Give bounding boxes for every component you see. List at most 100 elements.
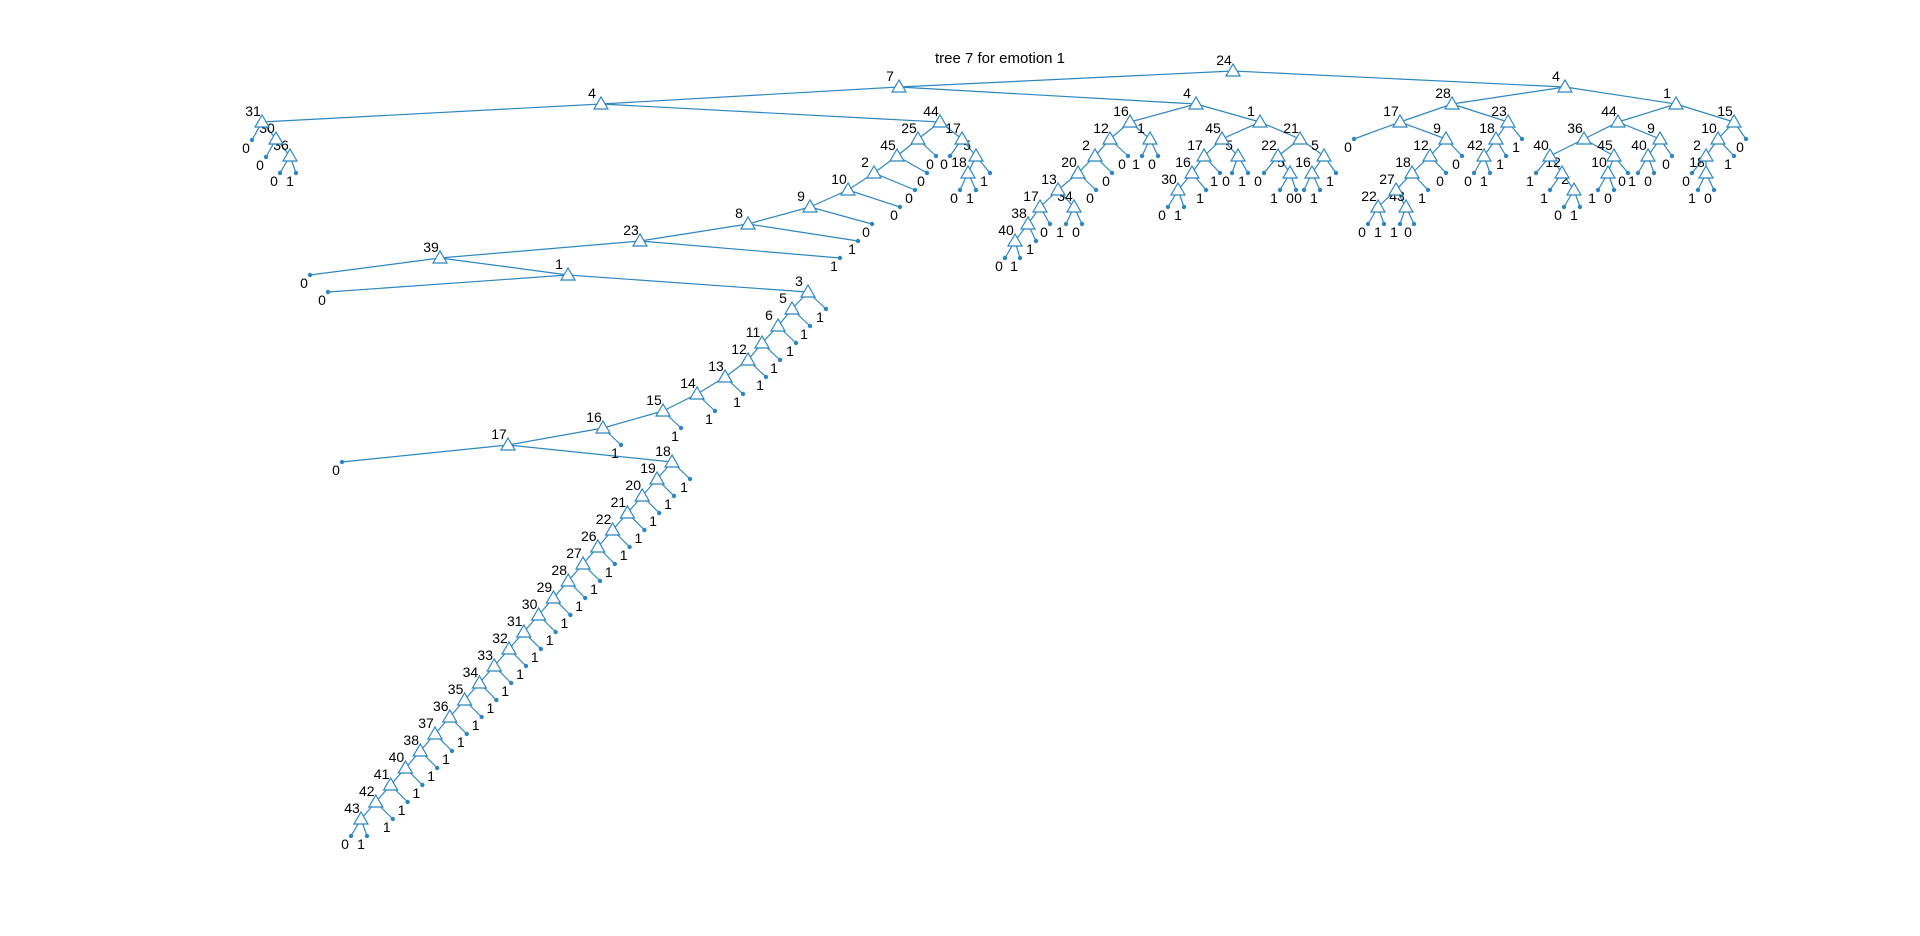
split-node-marker [1605,147,1623,162]
split-node-label: 5 [1311,137,1319,153]
split-node-label: 20 [1061,154,1077,170]
split-node-label: 45 [880,137,896,153]
tree-edge [1232,70,1566,88]
split-node-marker [367,793,384,808]
split-node-marker [783,300,801,315]
tree-edge [600,103,941,123]
leaf-node-label: 1 [590,581,598,597]
split-node-marker [1169,181,1187,196]
split-node-marker [799,283,817,298]
split-node-label: 8 [735,205,743,221]
tree-edge [507,427,604,446]
leaf-node-marker [678,425,684,431]
leaf-node-marker [912,187,918,193]
leaf-node-label: 1 [1270,190,1278,206]
split-node-label: 2 [1082,137,1090,153]
leaf-node-label: 1 [816,309,824,325]
leaf-node-marker [1365,221,1371,227]
leaf-node-label: 1 [501,683,509,699]
leaf-node-marker [763,374,769,380]
leaf-node-label: 1 [442,751,450,767]
split-node-marker [1229,147,1247,162]
leaf-node-marker [1277,187,1283,193]
leaf-node-marker [364,833,370,839]
leaf-node-label: 1 [1196,190,1204,206]
split-node-marker [1651,130,1669,145]
split-node-label: 32 [492,630,508,646]
leaf-node-label: 0 [905,190,913,206]
leaf-node-label: 1 [1026,241,1034,257]
leaf-node-marker [837,255,843,261]
split-node-label: 4 [588,85,596,101]
split-node-label: 15 [646,392,662,408]
leaf-node-marker [1165,204,1171,210]
leaf-node-label: 0 [890,207,898,223]
leaf-node-label: 0 [1294,190,1302,206]
split-node-marker [1697,164,1715,179]
leaf-node-marker [1611,187,1617,193]
split-node-marker [1315,147,1333,162]
split-node-label: 22 [1261,137,1277,153]
leaf-node-marker [568,612,573,618]
leaf-node-marker [435,765,440,771]
leaf-node-marker [1519,136,1525,142]
tree-edge [898,70,1234,88]
leaf-node-marker [1229,170,1235,176]
tree-edge [847,189,901,208]
split-node-label: 18 [1395,154,1411,170]
tree-edge [261,103,602,123]
leaf-node-label: 1 [1418,190,1426,206]
split-node-label: 40 [1631,137,1647,153]
split-node-marker [801,198,819,213]
split-node-label: 16 [1113,103,1129,119]
leaf-node-marker [1503,153,1509,159]
split-node-marker [500,640,518,655]
split-node-label: 17 [1383,103,1399,119]
split-node-marker [515,623,532,638]
leaf-node-marker [1317,187,1323,193]
split-node-label: 1 [1137,120,1145,136]
leaf-node-label: 0 [1102,173,1110,189]
split-node-marker [471,674,488,689]
tree-edge [507,444,673,463]
split-node-marker [959,164,977,179]
split-node-label: 1 [1663,85,1671,101]
leaf-node-marker [263,154,269,160]
leaf-node-marker [1425,187,1431,193]
leaf-node-marker [1625,170,1631,176]
split-node-marker [688,385,706,400]
leaf-node-marker [712,408,718,414]
split-node-marker [1697,147,1715,162]
split-node-label: 43 [344,800,360,816]
split-node-label: 13 [708,358,724,374]
leaf-node-label: 0 [917,173,925,189]
leaf-node-marker [1155,153,1161,159]
split-node-label: 22 [596,511,612,527]
split-node-marker [1387,181,1405,196]
leaf-node-marker [1411,221,1417,227]
split-node-label: 5 [1225,137,1233,153]
tree-edge [1675,103,1735,123]
tree-edge [567,274,809,293]
leaf-node-marker [1109,170,1115,176]
leaf-node-label: 1 [575,598,583,614]
leaf-node-label: 0 [1040,224,1048,240]
split-node-label: 16 [586,409,602,425]
split-node-label: 10 [831,171,847,187]
leaf-node-label: 1 [561,615,569,631]
split-node-label: 44 [1601,103,1617,119]
split-node-label: 21 [1283,120,1299,136]
leaf-node-marker [627,544,632,550]
split-node-marker [1397,198,1415,213]
leaf-node-label: 1 [620,547,628,563]
leaf-node-label: 0 [318,292,326,308]
leaf-node-label: 1 [1496,156,1504,172]
tree-edge [639,240,841,259]
split-node-label: 7 [886,68,894,84]
split-node-marker [1599,164,1617,179]
leaf-node-marker [687,476,693,482]
leaf-node-marker [277,170,283,176]
leaf-node-label: 0 [995,258,1003,274]
leaf-node-marker [420,782,425,788]
leaf-node-label: 1 [1210,173,1218,189]
